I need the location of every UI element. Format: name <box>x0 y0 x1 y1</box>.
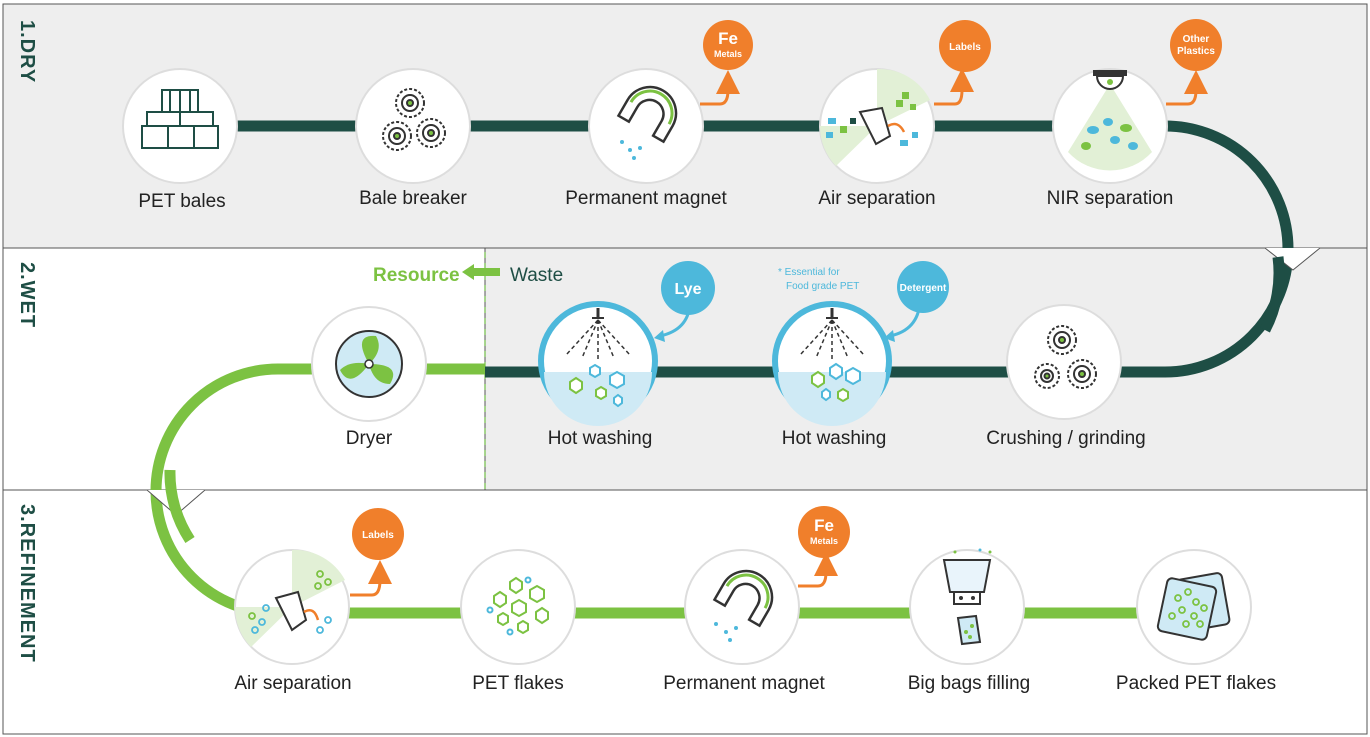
hex-flakes-icon <box>486 576 549 636</box>
pet-bales-label: PET bales <box>138 191 225 212</box>
detergent-badge: Detergent <box>884 261 949 342</box>
gears-icon <box>382 88 446 151</box>
big-bags-filling-label: Big bags filling <box>908 673 1031 694</box>
food-grade-note-line2: Food grade PET <box>786 281 859 292</box>
labels-badge: Labels <box>939 20 991 72</box>
labels-badge: Labels <box>352 508 404 560</box>
hot-washing-detergent-node: Detergent * Essential for Food grade PET… <box>772 261 949 449</box>
air-separation-node: Labels Air separation <box>818 20 991 209</box>
nir-separation-node: Other Plastics NIR separation <box>1047 19 1222 209</box>
section-refinement-label: 3.REFINEMENT <box>16 504 38 663</box>
labels-badge-text: Labels <box>949 42 981 53</box>
other-plastics-badge: Other Plastics <box>1170 19 1222 71</box>
pet-flakes-node: PET flakes <box>460 549 576 694</box>
flakes-icon <box>826 92 918 146</box>
pet-flakes-label: PET flakes <box>472 673 564 694</box>
grinding-gears-icon <box>1034 325 1097 389</box>
crushing-grinding-node: Crushing / grinding <box>986 304 1146 449</box>
bale-breaker-label: Bale breaker <box>359 188 467 209</box>
labels-badge-text: Labels <box>362 530 394 541</box>
fe-badge-text: Fe <box>718 29 738 48</box>
dryer-label: Dryer <box>346 428 393 449</box>
refinement-permanent-magnet-label: Permanent magnet <box>663 673 825 694</box>
refinement-permanent-magnet-node: Fe Metals Permanent magnet <box>663 506 850 694</box>
plastics-badge-text: Plastics <box>1177 46 1215 57</box>
section-wet-label: 2.WET <box>16 262 38 328</box>
dry-wet-notch <box>1264 247 1321 271</box>
air-flakes-icon <box>248 570 332 634</box>
bales-icon <box>141 89 219 149</box>
metals-badge-text: Metals <box>810 536 838 546</box>
detergent-badge-text: Detergent <box>900 283 947 294</box>
permanent-magnet-label: Permanent magnet <box>565 188 727 209</box>
food-grade-note: * Essential for Food grade PET <box>778 267 859 292</box>
section-dry-label: 1.DRY <box>16 20 38 83</box>
lye-badge: Lye <box>654 261 715 342</box>
spray-nozzle-icon <box>565 308 631 360</box>
washed-flakes-icon <box>569 363 625 408</box>
washed-flakes-icon <box>811 362 861 403</box>
dryer-node: Dryer <box>311 306 427 449</box>
spray-nozzle-icon <box>799 308 865 360</box>
camera-icon <box>1093 70 1127 90</box>
bale-breaker-node: Bale breaker <box>355 68 471 209</box>
fe-metals-badge: Fe Metals <box>703 20 753 70</box>
arrow-left-icon <box>462 264 474 280</box>
nir-separation-label: NIR separation <box>1047 188 1174 209</box>
air-separation-label: Air separation <box>818 188 935 209</box>
packed-pet-flakes-node: Packed PET flakes <box>1116 549 1276 694</box>
magnet-icon <box>616 85 678 160</box>
refinement-air-separation-node: Labels Air separation <box>234 508 404 694</box>
hot-washing-1-label: Hot washing <box>548 428 653 449</box>
sorted-flakes-icon <box>1081 118 1138 150</box>
other-badge-text: Other <box>1183 34 1210 45</box>
crushing-grinding-label: Crushing / grinding <box>986 428 1145 449</box>
resource-waste-legend: Resource Waste <box>373 264 563 286</box>
food-grade-note-line1: * Essential for <box>778 267 840 278</box>
dry-line-overlay <box>1260 256 1285 333</box>
metals-badge-text: Metals <box>714 49 742 59</box>
waste-label: Waste <box>510 265 563 286</box>
resource-label: Resource <box>373 265 460 286</box>
hopper-icon <box>942 548 992 646</box>
fe-badge-text: Fe <box>814 516 834 535</box>
lye-badge-text: Lye <box>675 281 702 298</box>
packed-pet-flakes-label: Packed PET flakes <box>1116 673 1276 694</box>
fe-metals-badge: Fe Metals <box>798 506 850 558</box>
hot-washing-2-label: Hot washing <box>782 428 887 449</box>
packed-flakes-icon <box>1156 572 1231 641</box>
permanent-magnet-node: Fe Metals Permanent magnet <box>565 20 753 209</box>
fan-icon <box>335 330 403 398</box>
pet-bales-node: PET bales <box>122 68 238 212</box>
big-bags-filling-node: Big bags filling <box>908 548 1031 694</box>
refinement-air-separation-label: Air separation <box>234 673 351 694</box>
magnet-icon <box>712 569 774 642</box>
wet-line-overlay <box>164 469 195 544</box>
hot-washing-lye-node: Lye Hot washing <box>538 261 715 449</box>
